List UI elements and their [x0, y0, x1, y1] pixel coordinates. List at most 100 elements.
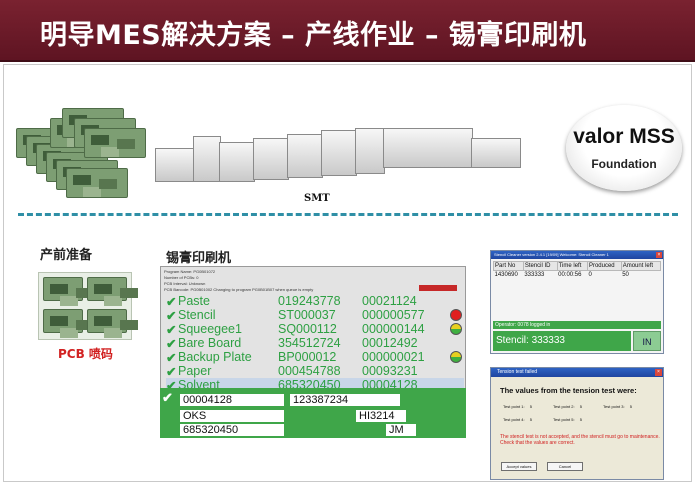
material-row[interactable]: ✔ Paper 000454788 00093231 — [166, 364, 464, 379]
test-point-value: 5 — [579, 417, 582, 422]
header-label: PCB Interval: — [164, 281, 188, 286]
panel-header-line: Number of PCBs: 0 — [164, 275, 198, 280]
header-label: Program Name: — [164, 269, 193, 274]
close-icon[interactable]: × — [656, 252, 662, 258]
reflow-oven — [383, 128, 473, 168]
loader-machine — [155, 148, 195, 182]
page-title: 明导MES解决方案 – 产线作业 – 锡膏印刷机 — [40, 20, 587, 51]
material-qty: 000000577 — [362, 308, 425, 322]
material-row[interactable]: ✔ Stencil ST000037 000000577 — [166, 308, 464, 323]
material-name: Bare Board — [178, 336, 242, 350]
stencil-cleaner-window: Stencil Cleaner version 2.4.1 [19/09] We… — [490, 250, 664, 354]
check-icon: ✔ — [166, 337, 177, 351]
panel-header-line: PCB Interval: Unknown — [164, 281, 205, 286]
test-point-1: Test point 1: 5 — [503, 404, 532, 409]
cancel-button[interactable]: Cancel — [547, 462, 583, 471]
header-label: Number of PCBs: — [164, 275, 196, 280]
pcb-marking-label: PCB 喷码 — [58, 347, 113, 361]
pcb-board — [43, 309, 83, 333]
test-point-label: Test point 3: — [603, 404, 625, 409]
material-name: Stencil — [178, 308, 216, 322]
pcb-board — [43, 277, 83, 301]
pcb-board — [84, 128, 146, 158]
scan-field-3[interactable]: OKS — [180, 410, 284, 422]
header-label: PCB Barcode: — [164, 287, 190, 292]
material-id: 000454788 — [278, 364, 341, 378]
scan-field-2[interactable]: 123387234 — [290, 394, 400, 406]
stencil-grid: Part No Stencil ID Time left Produced Am… — [493, 261, 662, 280]
header-value: PG0B01072 — [193, 269, 216, 274]
test-point-3: Test point 3: 5 — [603, 404, 632, 409]
content-frame — [3, 64, 692, 482]
column-header[interactable]: Amount left — [620, 261, 662, 271]
scan-field-6[interactable]: JM — [386, 424, 416, 436]
scan-field-5[interactable]: 685320450 — [180, 424, 284, 436]
check-icon: ✔ — [166, 365, 177, 379]
smt-label: SMT — [304, 193, 330, 204]
test-point-value: 5 — [629, 404, 632, 409]
material-id: SQ000112 — [278, 322, 337, 336]
cell: 333333 — [524, 272, 545, 278]
check-icon: ✔ — [166, 309, 177, 323]
test-point-value: 5 — [579, 404, 582, 409]
table-row[interactable]: 1430690 333333 00:00:56 0 50 — [494, 271, 661, 280]
header-value: 0 — [196, 275, 199, 280]
check-icon: ✔ — [166, 379, 177, 393]
in-button[interactable]: IN — [633, 331, 661, 351]
material-row[interactable]: ✔ Bare Board 354512724 00012492 — [166, 336, 464, 351]
warning-status-icon — [450, 351, 462, 363]
material-qty: 00012492 — [362, 336, 418, 350]
cell: 0 — [588, 272, 592, 278]
printer-machine — [193, 136, 221, 182]
scan-field-4[interactable]: HI3214 — [356, 410, 406, 422]
placement-machine — [321, 130, 357, 176]
scan-field-1[interactable]: 00004128 — [180, 394, 284, 406]
column-header[interactable]: Stencil ID — [522, 261, 558, 271]
test-point-label: Test point 4: — [503, 417, 525, 422]
column-header[interactable]: Time left — [556, 261, 588, 271]
window-title: Stencil Cleaner version 2.4.1 [19/09] We… — [491, 251, 663, 259]
column-header[interactable]: Produced — [586, 261, 622, 271]
operator-status: Operator: 0078 logged in — [493, 321, 661, 329]
title-bar: 明导MES解决方案 – 产线作业 – 锡膏印刷机 — [0, 0, 695, 62]
material-name: Squeegee1 — [178, 322, 242, 336]
test-point-label: Test point 5: — [553, 417, 575, 422]
material-row[interactable]: ✔ Backup Plate BP000012 000000021 — [166, 350, 464, 365]
pcb-board — [66, 168, 128, 198]
material-row[interactable]: ✔ Squeegee1 SQ000112 000000144 — [166, 322, 464, 337]
material-name: Paper — [178, 364, 212, 378]
stencil-status: Stencil: 333333 — [493, 331, 631, 351]
scan-input-area: ✔ 00004128 123387234 OKS HI3214 68532045… — [160, 388, 466, 438]
logo-line2: Foundation — [591, 157, 657, 171]
header-value: PG0B01002 Changing to program PG0B01B07 … — [190, 287, 314, 292]
test-point-label: Test point 2: — [553, 404, 575, 409]
cell: 50 — [622, 272, 629, 278]
logo-line1: valor MSS — [573, 125, 675, 148]
pcb-photo — [38, 272, 132, 340]
panel-header-line: PCB Barcode: PG0B01002 Changing to progr… — [164, 287, 313, 292]
close-icon[interactable]: × — [655, 369, 662, 376]
test-point-label: Test point 1: — [503, 404, 525, 409]
section-divider — [18, 213, 678, 216]
material-id: 019243778 — [278, 294, 341, 308]
material-qty: 00093231 — [362, 364, 418, 378]
accept-values-button[interactable]: Accept values — [501, 462, 537, 471]
panel-header-line: Program Name: PG0B01072 — [164, 269, 215, 274]
printer-section-title: 锡膏印刷机 — [166, 251, 232, 266]
material-name: Backup Plate — [178, 350, 252, 364]
material-id: 354512724 — [278, 336, 341, 350]
test-point-4: Test point 4: 5 — [503, 417, 532, 422]
pre-production-label: 产前准备 — [40, 248, 93, 263]
cell: 00:00:56 — [558, 272, 582, 278]
material-qty: 00021124 — [362, 294, 417, 308]
material-row[interactable]: ✔ Paste 019243778 00021124 — [166, 294, 464, 309]
material-name: Paste — [178, 294, 210, 308]
placement-machine — [253, 138, 289, 180]
warning-message: The stencil test is not accepted, and th… — [500, 434, 660, 446]
unloader-machine — [471, 138, 521, 168]
cell: 1430690 — [494, 272, 518, 278]
smt-line-illustration — [155, 120, 525, 200]
material-qty: 000000144 — [362, 322, 425, 336]
column-header[interactable]: Part No — [493, 261, 524, 271]
test-point-value: 5 — [529, 417, 532, 422]
